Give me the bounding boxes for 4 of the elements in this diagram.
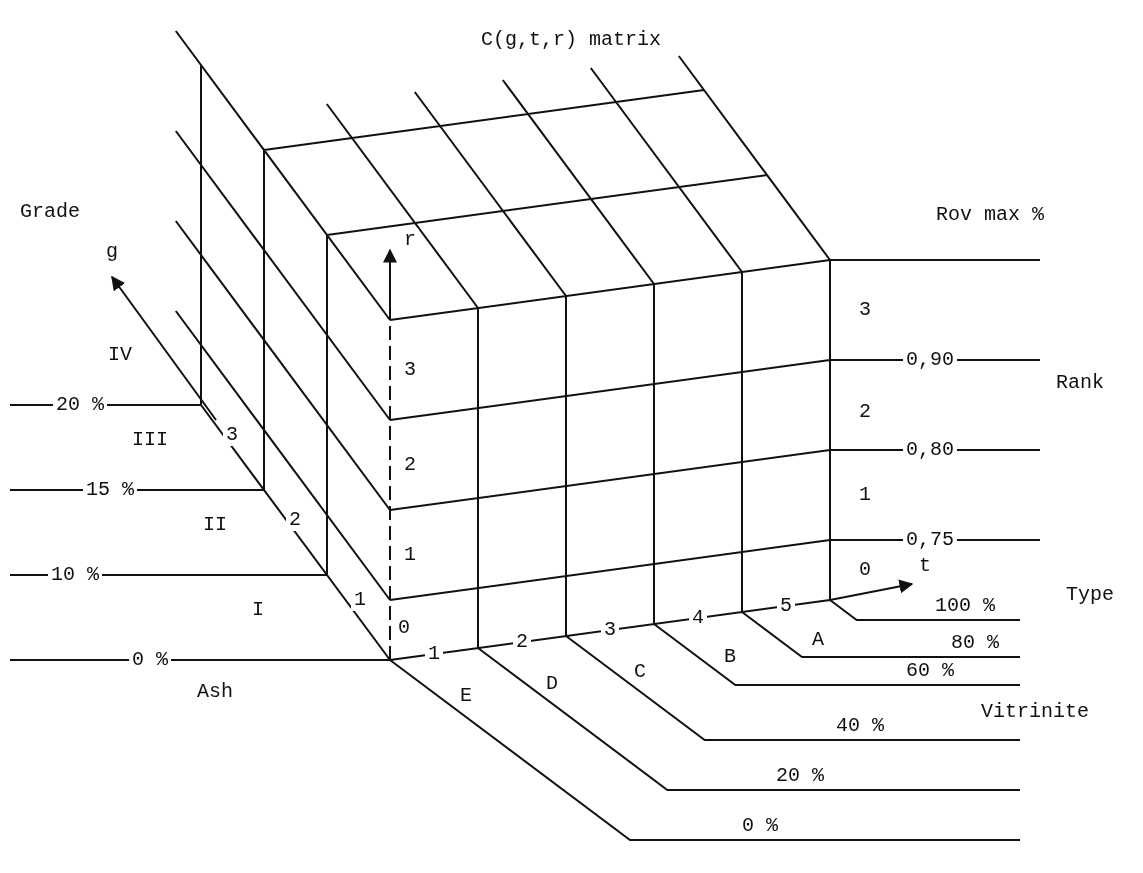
- scale-value: 0,75: [903, 529, 957, 551]
- scale-value: 0,80: [903, 439, 957, 461]
- scale-value: 0,90: [903, 349, 957, 371]
- tick-label: 1: [351, 589, 369, 611]
